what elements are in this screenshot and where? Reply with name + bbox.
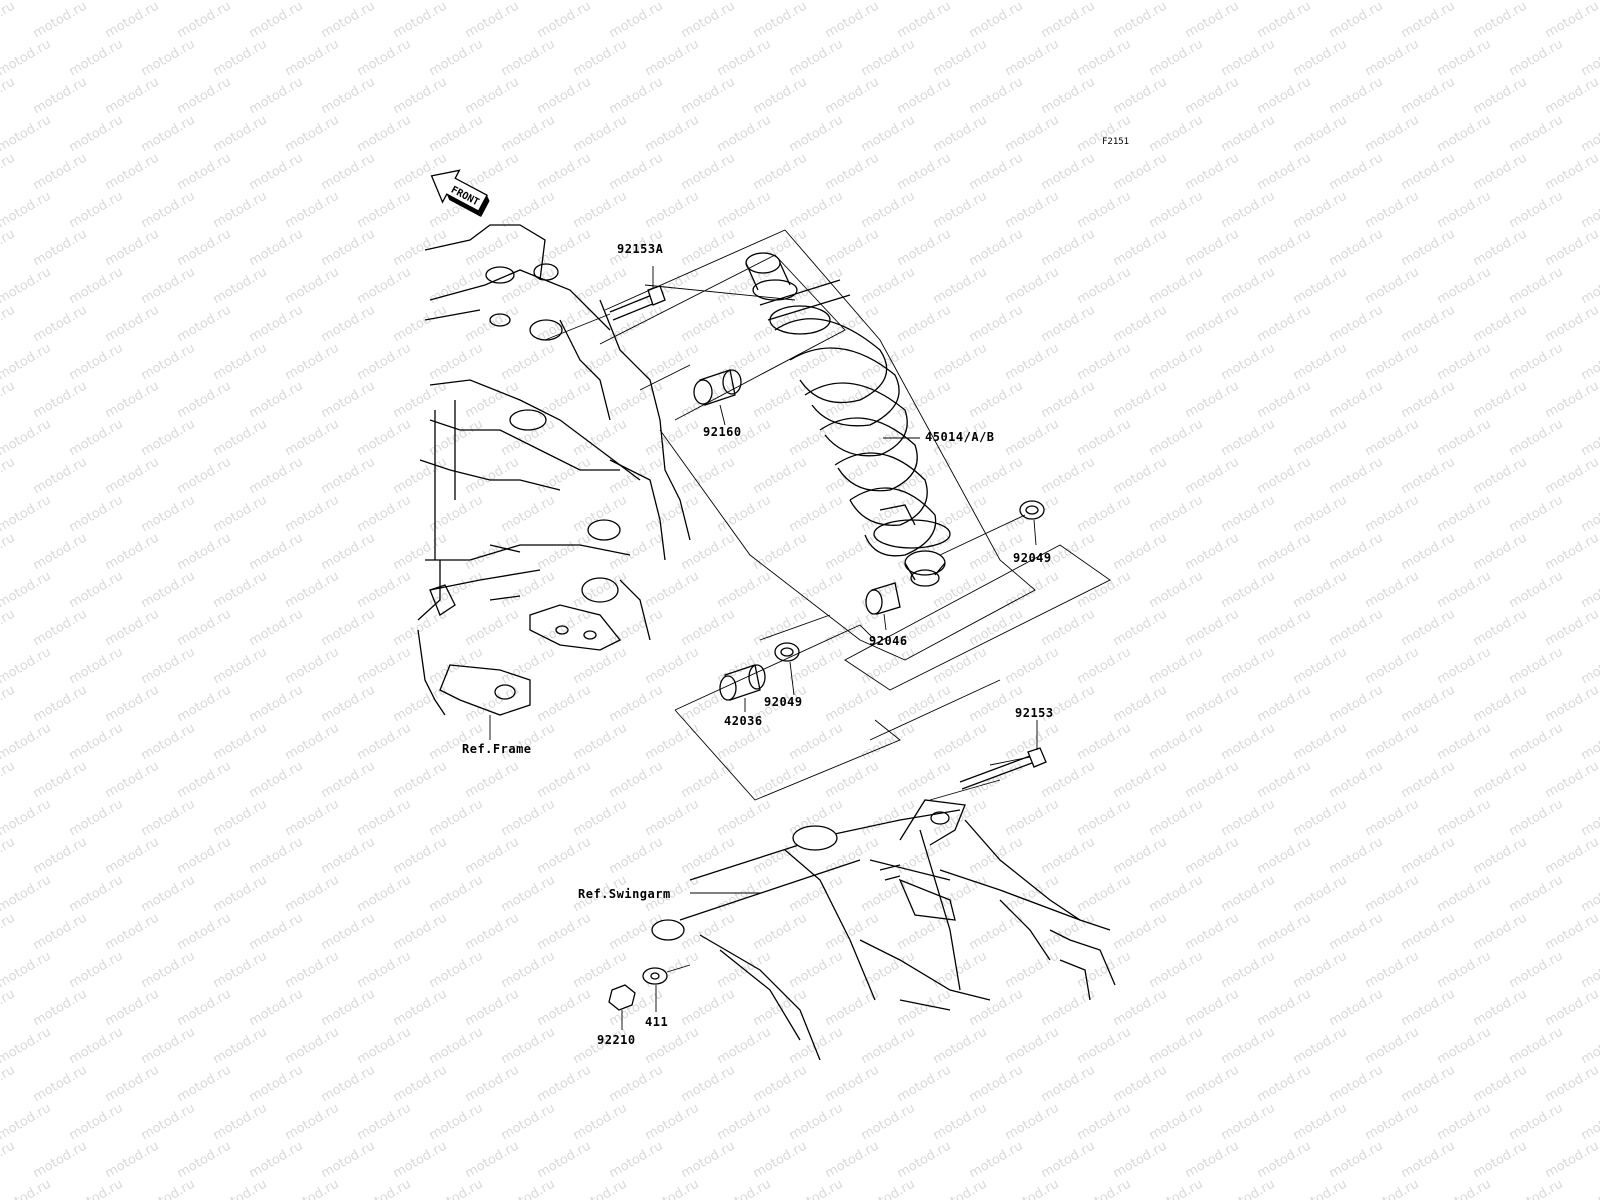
washer-411-drawing	[642, 964, 691, 1012]
label-92049-right[interactable]: 92049	[1013, 551, 1052, 565]
bolt-92153a-drawing	[544, 266, 666, 341]
front-arrow-icon: FRONT	[430, 169, 490, 217]
callout-boxes	[599, 229, 1111, 801]
seal-92049-right-drawing	[1019, 500, 1045, 546]
ref-frame-label[interactable]: Ref.Frame	[462, 742, 532, 756]
nut-92210-drawing	[608, 984, 636, 1030]
diagram-code: F2151	[1102, 137, 1130, 147]
label-42036[interactable]: 42036	[724, 714, 763, 728]
collar-92160-drawing	[693, 369, 742, 426]
sleeve-42036-drawing	[719, 664, 766, 712]
label-45014-a-b[interactable]: 45014/A/B	[925, 430, 995, 444]
label-92210[interactable]: 92210	[597, 1033, 636, 1047]
label-411[interactable]: 411	[645, 1015, 669, 1029]
bolt-92153-drawing	[929, 720, 1047, 801]
shock-absorber-drawing	[745, 252, 951, 587]
label-92160[interactable]: 92160	[703, 425, 742, 439]
label-92153a[interactable]: 92153A	[617, 242, 664, 256]
swingarm-drawing	[651, 799, 1116, 1061]
label-92049-left[interactable]: 92049	[764, 695, 803, 709]
label-92046[interactable]: 92046	[869, 634, 908, 648]
label-92153[interactable]: 92153	[1015, 706, 1054, 720]
seal-92049-left-drawing	[774, 642, 800, 696]
bearing-92046-drawing	[865, 582, 901, 631]
frame-drawing	[417, 224, 691, 716]
ref-swingarm-label[interactable]: Ref.Swingarm	[578, 887, 671, 901]
